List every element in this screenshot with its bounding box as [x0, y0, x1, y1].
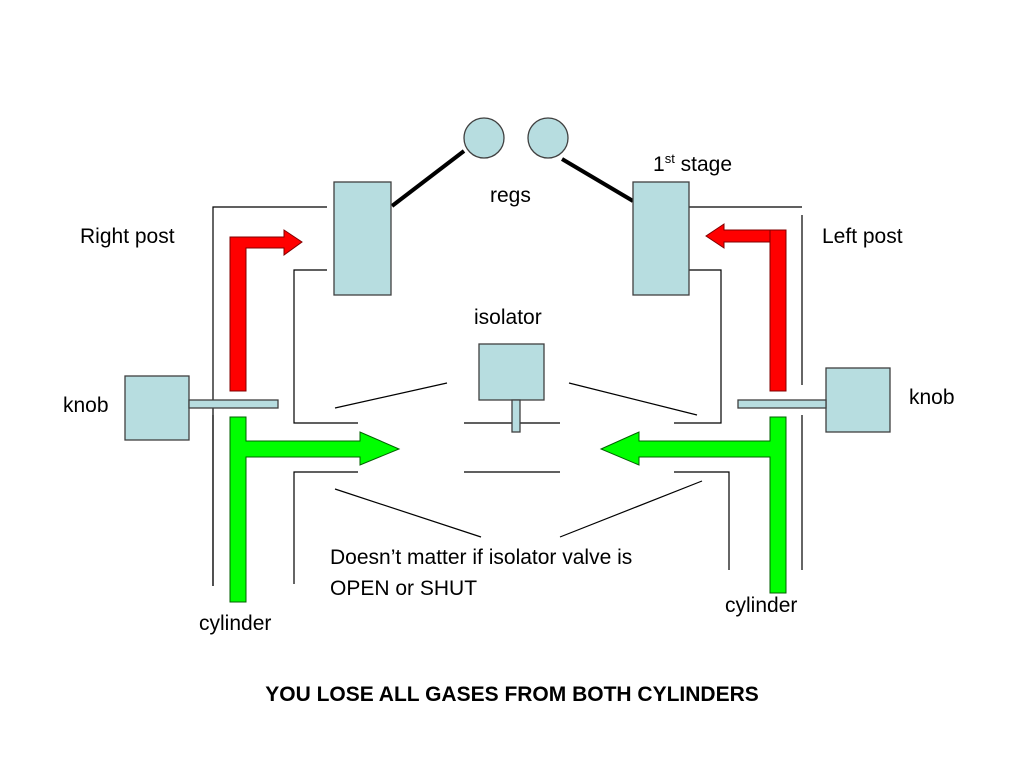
right-green-flow-arrow	[599, 416, 787, 594]
left-green-flow-arrow	[229, 416, 401, 603]
first-stage-label: 1st stage	[653, 151, 733, 177]
regs-label: regs	[490, 184, 531, 207]
left-red-flow-arrow	[229, 229, 303, 392]
left-post-label: Left post	[822, 225, 903, 248]
first-stage-text: stage	[674, 153, 733, 176]
first-stage-number: 1	[653, 153, 665, 176]
right-red-flow-riser	[769, 229, 787, 392]
pointer-line	[568, 382, 698, 416]
left-knob-stem	[188, 399, 279, 409]
right-reg-hose	[560, 157, 635, 203]
conclusion-title: YOU LOSE ALL GASES FROM BOTH CYLINDERS	[265, 683, 759, 706]
right-knob-label: knob	[909, 386, 955, 409]
note-line-1: Doesn’t matter if isolator valve is	[330, 546, 633, 569]
isolator-stem	[511, 399, 521, 433]
left-post-inner-wall-upper	[293, 269, 358, 424]
left-post-inner-wall	[293, 471, 358, 584]
note-line-2: OPEN or SHUT	[330, 577, 478, 600]
left-knob-label: knob	[63, 394, 109, 417]
left-reg-hose	[390, 149, 466, 208]
right-cylinder-label: cylinder	[725, 594, 798, 617]
pointer-line	[334, 382, 448, 409]
pointer-line	[334, 488, 482, 538]
first-stage-superscript: st	[664, 151, 675, 166]
right-regulator	[527, 117, 569, 159]
isolator-label: isolator	[474, 306, 542, 329]
left-cylinder-label: cylinder	[199, 612, 272, 635]
right-post-inner-wall-upper	[674, 269, 722, 424]
right-knob-stem	[737, 399, 827, 409]
isolator-valve	[478, 343, 545, 401]
right-post-label: Right post	[80, 225, 175, 248]
right-first-stage	[632, 181, 690, 296]
right-knob	[825, 367, 891, 433]
left-first-stage	[333, 181, 392, 296]
left-knob	[124, 375, 190, 441]
left-regulator	[463, 117, 505, 159]
right-post-inner-wall-lower	[674, 471, 730, 570]
pointer-line	[559, 480, 703, 538]
right-red-flow-head	[705, 223, 771, 249]
